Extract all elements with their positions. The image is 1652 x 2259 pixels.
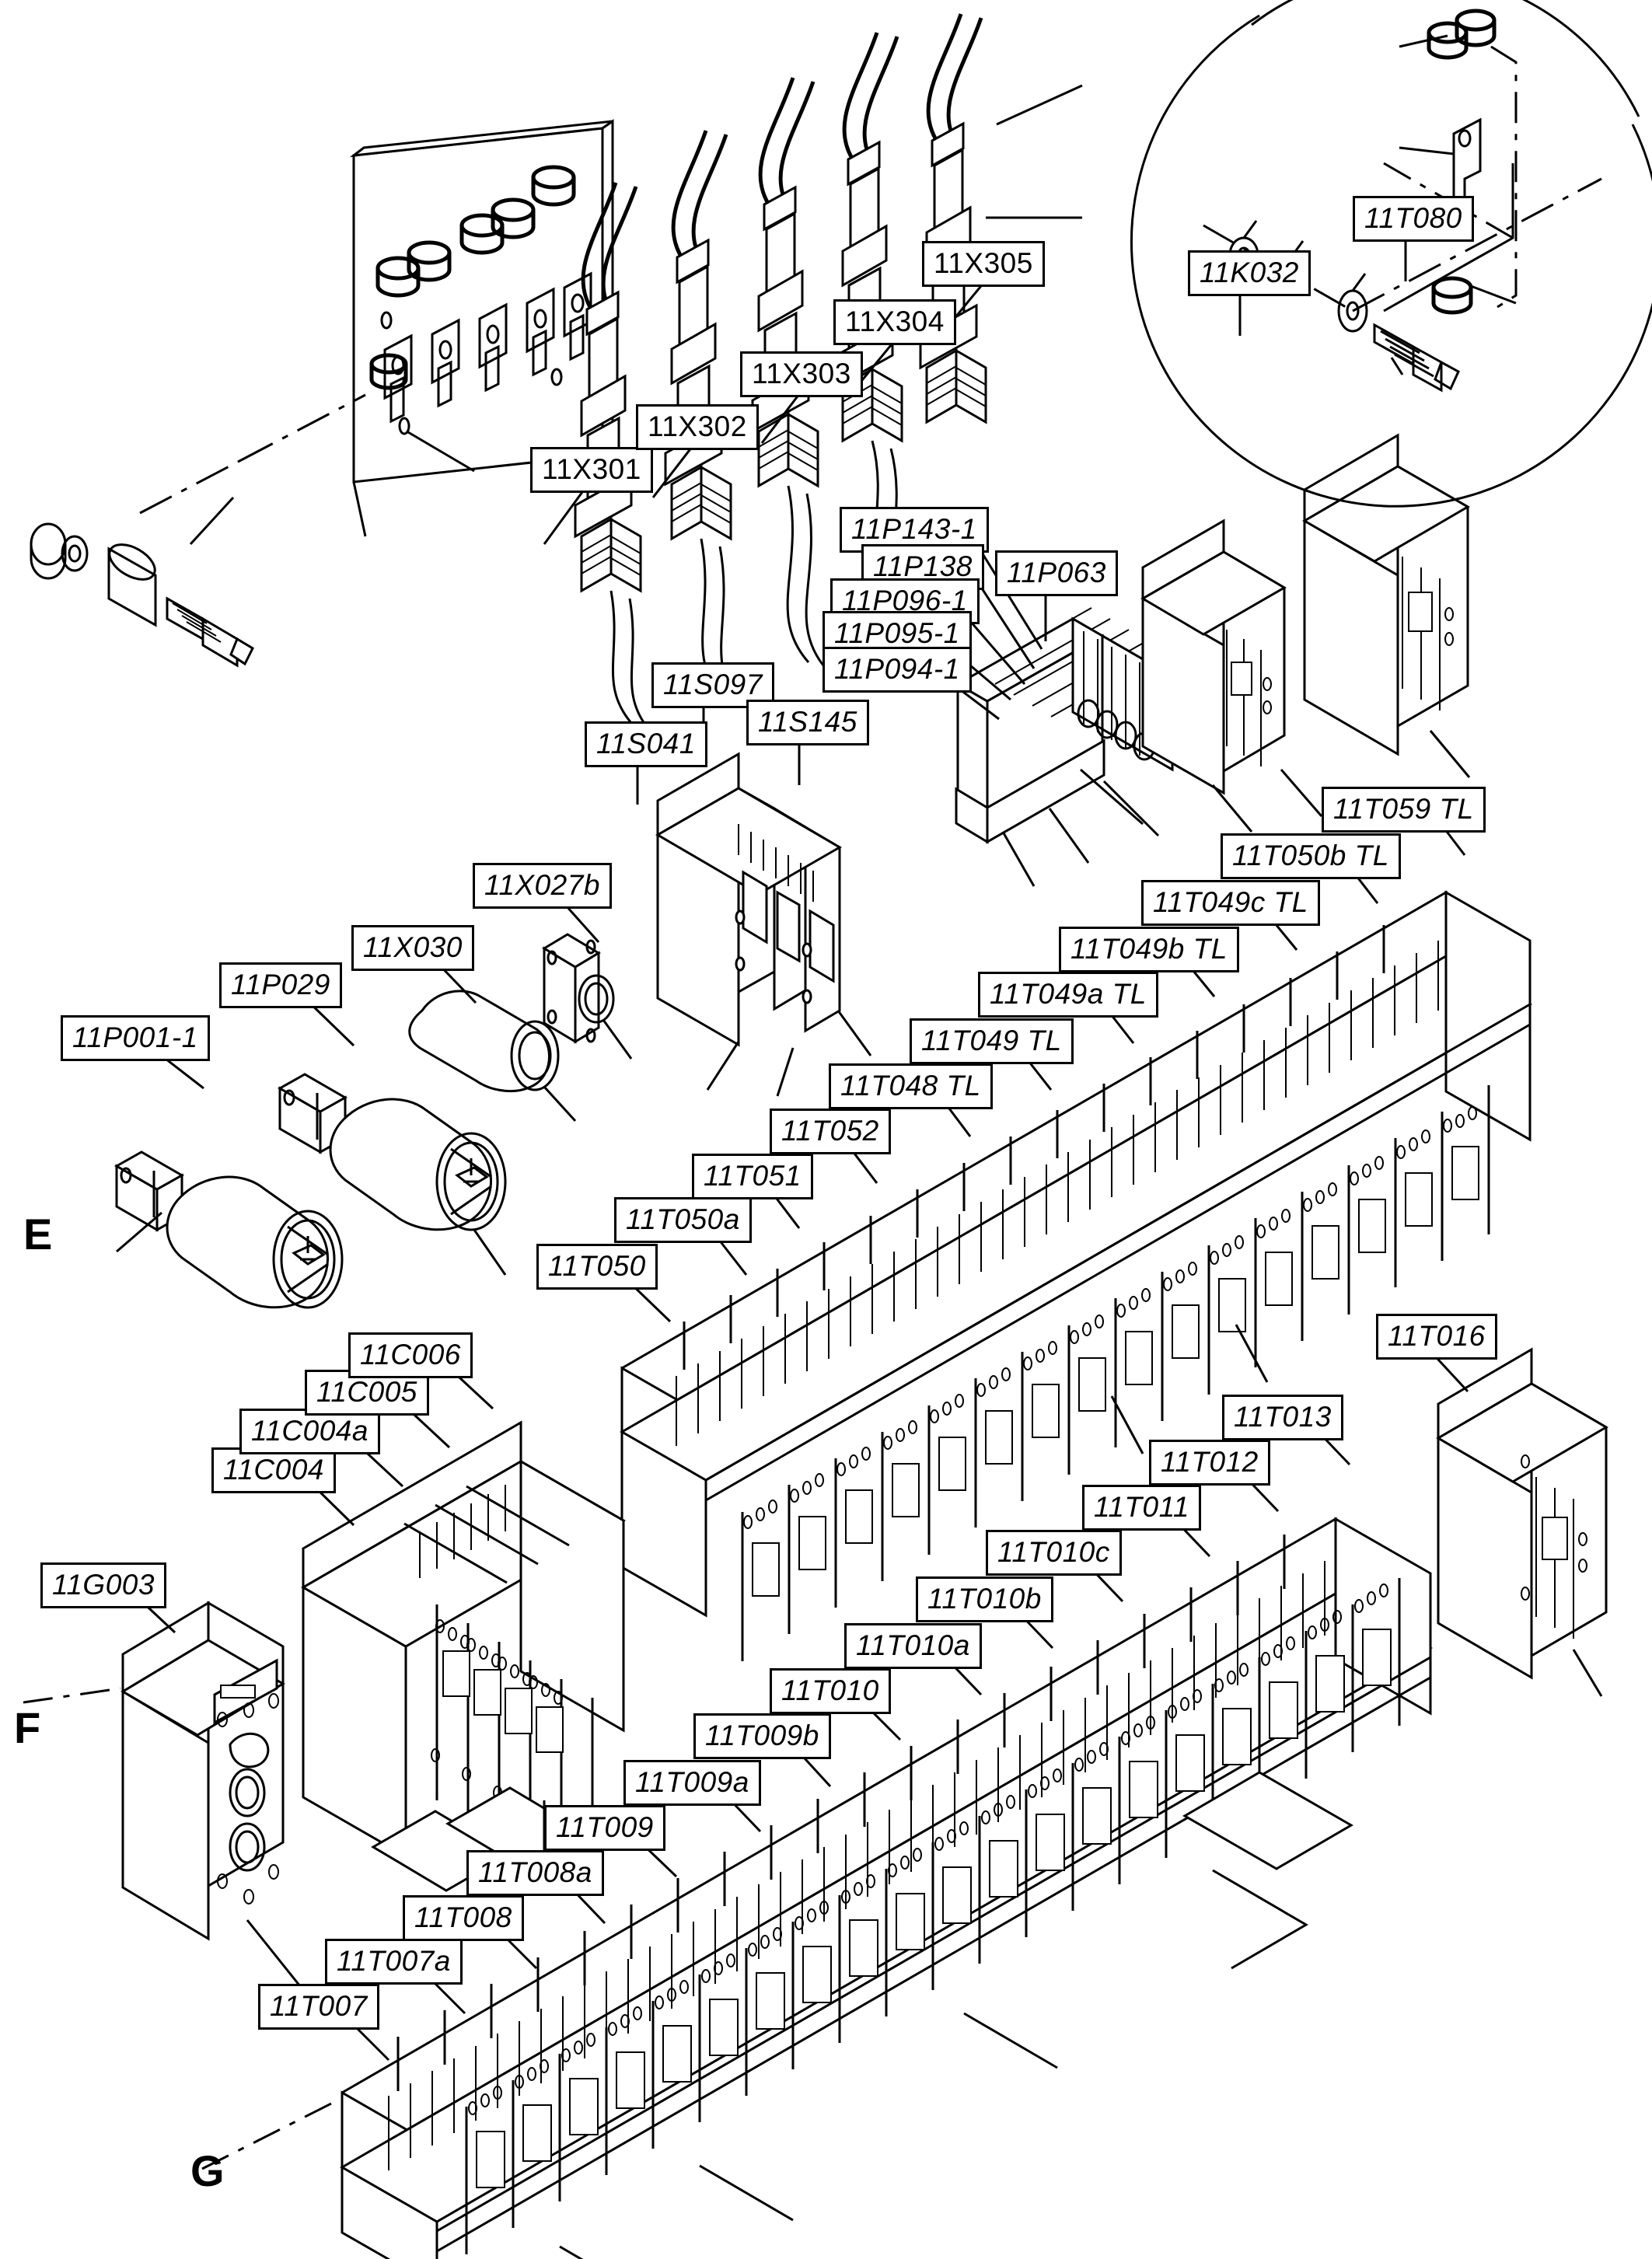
- switch-11p029: [277, 1073, 507, 1276]
- section-mark-e: E: [23, 1210, 54, 1259]
- callout-11x030: 11X030: [351, 925, 474, 971]
- callout-11t049c-tl: 11T049c TL: [1141, 880, 1320, 926]
- callout-11p094-1: 11P094-1: [823, 647, 972, 693]
- callout-11k032: 11K032: [1188, 250, 1311, 296]
- callout-11x027b: 11X027b: [473, 863, 612, 909]
- callout-11c004a: 11C004a: [239, 1409, 380, 1454]
- callout-11t059-tl: 11T059 TL: [1322, 787, 1486, 833]
- connector-11x305: [919, 13, 1083, 424]
- callout-11x303: 11X303: [740, 351, 863, 397]
- callout-11t052: 11T052: [770, 1109, 891, 1154]
- callout-11t010b: 11T010b: [916, 1576, 1053, 1622]
- module-group-11c: [300, 1420, 627, 1894]
- callout-11p063: 11P063: [995, 550, 1118, 596]
- din-rail-tl-row: [619, 890, 1533, 1661]
- callout-11x301: 11X301: [530, 447, 653, 493]
- connector-11x027b: [542, 933, 633, 1060]
- callout-11t008: 11T008: [403, 1895, 524, 1941]
- callout-11s041: 11S041: [585, 721, 707, 767]
- callout-11t050: 11T050: [536, 1244, 658, 1290]
- callout-11t080: 11T080: [1353, 196, 1474, 242]
- callout-11g003: 11G003: [40, 1562, 166, 1608]
- callout-11t009b: 11T009b: [693, 1713, 831, 1759]
- callout-11x304: 11X304: [833, 299, 956, 345]
- callout-11t051: 11T051: [692, 1154, 813, 1199]
- section-mark-f: F: [14, 1703, 42, 1752]
- callout-11t050a: 11T050a: [614, 1197, 752, 1243]
- leader-line: [972, 574, 1036, 669]
- callout-11x305: 11X305: [922, 241, 1045, 287]
- callout-11t048-tl: 11T048 TL: [829, 1063, 993, 1109]
- callout-11t009a: 11T009a: [623, 1760, 761, 1806]
- panel-plate-assembly: [189, 119, 614, 546]
- switch-11p001-1: [114, 1150, 344, 1309]
- terminal-block-11p: [955, 607, 1174, 887]
- module-11g003: [23, 1601, 305, 1991]
- module-11k032: [1140, 518, 1323, 833]
- callout-11t049-tl: 11T049 TL: [910, 1018, 1074, 1064]
- module-11t080: [1302, 433, 1471, 778]
- module-11t016: [1436, 1347, 1608, 1697]
- callout-11t012: 11T012: [1149, 1440, 1270, 1486]
- din-rail-lower-row: [201, 1517, 1434, 2259]
- callout-11t049a-tl: 11T049a TL: [978, 972, 1158, 1018]
- callout-11t016: 11T016: [1376, 1314, 1497, 1360]
- callout-11t008a: 11T008a: [466, 1850, 604, 1896]
- callout-11p001-1: 11P001-1: [61, 1015, 210, 1061]
- callout-11t010c: 11T010c: [986, 1530, 1122, 1576]
- callout-11t007: 11T007: [258, 1984, 379, 2030]
- callout-11t011: 11T011: [1082, 1485, 1201, 1531]
- callout-11s145: 11S145: [746, 700, 869, 745]
- callout-11t013: 11T013: [1222, 1395, 1343, 1440]
- callout-11p029: 11P029: [219, 962, 342, 1008]
- breaker-11s-group: [655, 752, 872, 1097]
- callout-11t010: 11T010: [770, 1668, 891, 1714]
- section-mark-g: G: [190, 2146, 225, 2195]
- callout-11c006: 11C006: [348, 1332, 473, 1378]
- callout-11t049b-tl: 11T049b TL: [1059, 927, 1239, 972]
- callout-11t009: 11T009: [544, 1805, 665, 1851]
- callout-11t007a: 11T007a: [325, 1939, 463, 1985]
- mounting-hardware-left: [30, 393, 366, 668]
- callout-11t010a: 11T010a: [844, 1623, 982, 1669]
- callout-11x302: 11X302: [636, 404, 759, 450]
- callout-11t050b-tl: 11T050b TL: [1221, 833, 1401, 879]
